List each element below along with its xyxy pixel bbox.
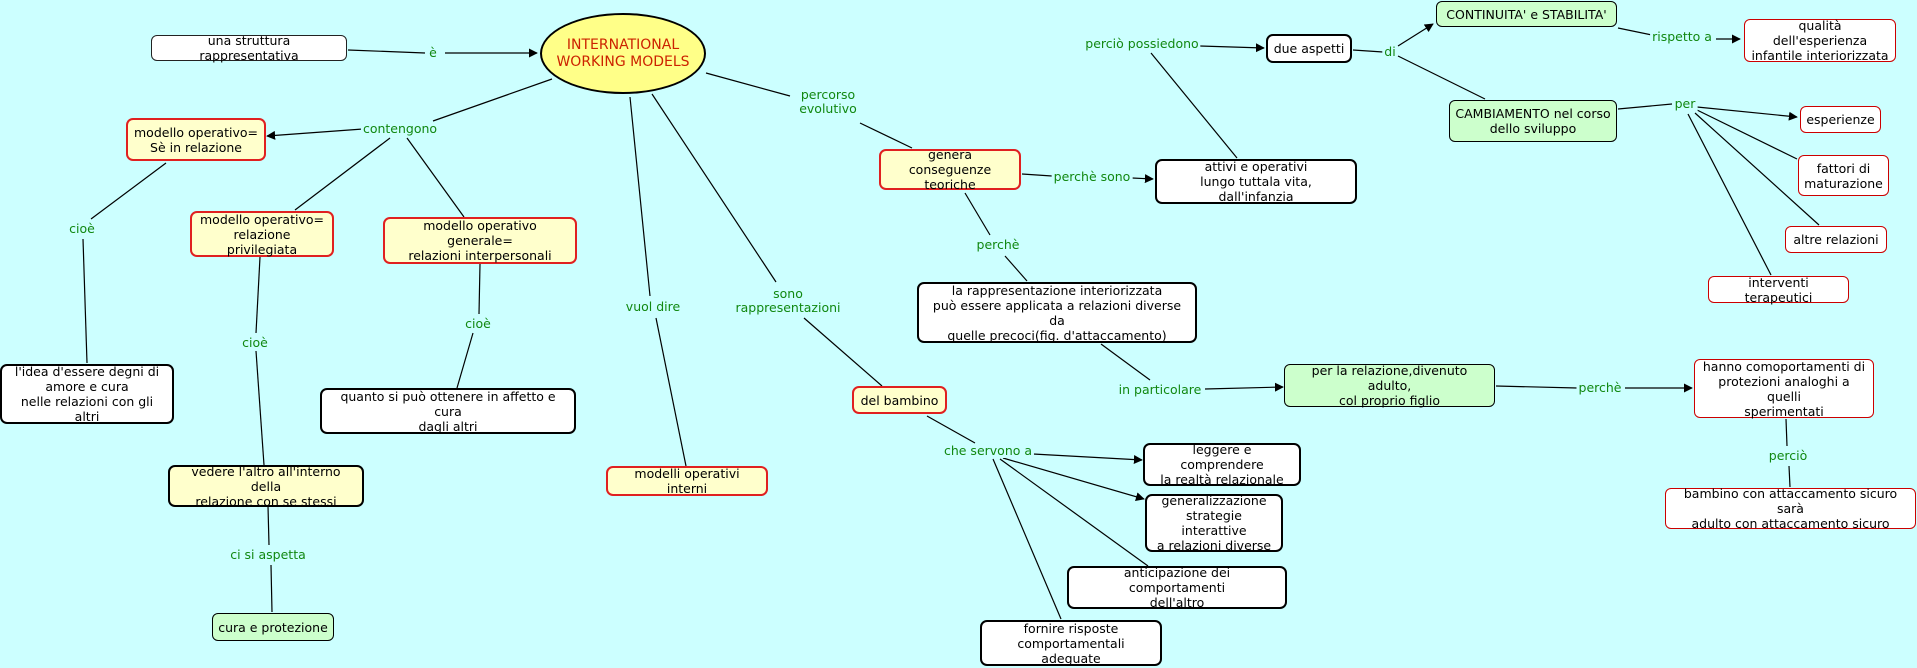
- connector: [999, 458, 1149, 567]
- node-interventi-terapeutici[interactable]: interventi terapeutici: [1708, 275, 1849, 305]
- connector: [1352, 49, 1384, 53]
- label-cioe-2: cioè: [240, 335, 270, 350]
- node-altre-relazioni[interactable]: altre relazioni: [1785, 226, 1887, 253]
- connector-arrow: [1032, 453, 1143, 465]
- connector: [255, 350, 265, 466]
- connector: [859, 122, 913, 149]
- connector: [456, 332, 474, 389]
- label-contengono: contengono: [360, 121, 440, 136]
- connector: [406, 137, 465, 218]
- node-struttura[interactable]: una struttura rappresentativa: [151, 33, 347, 63]
- node-fattori-maturazione[interactable]: fattori di maturazione: [1798, 155, 1889, 196]
- connector: [1687, 113, 1772, 276]
- label-percio-possiedono: perciò possiedono: [1083, 36, 1201, 51]
- label-e: è: [427, 45, 439, 60]
- connector: [1617, 27, 1653, 36]
- connector: [705, 72, 791, 97]
- connector: [294, 137, 391, 211]
- label-sono-rappresentazioni: sono rappresentazioni: [733, 286, 843, 315]
- label-perche-sono: perchè sono: [1051, 169, 1133, 184]
- node-modello-generale[interactable]: modello operativo generale= relazioni in…: [383, 217, 577, 264]
- node-del-bambino[interactable]: del bambino: [852, 386, 947, 414]
- node-rappresentazione[interactable]: la rappresentazione interiorizzata può e…: [917, 282, 1197, 343]
- node-cambiamento[interactable]: CAMBIAMENTO nel corso dello sviluppo: [1449, 100, 1617, 142]
- label-di: di: [1382, 44, 1398, 59]
- connector-arrow: [1002, 457, 1145, 502]
- label-cioe-1: cioè: [67, 221, 97, 236]
- node-fornire[interactable]: fornire risposte comportamentali adeguat…: [980, 620, 1162, 666]
- node-genera-conseguenze[interactable]: genera conseguenze teoriche: [879, 147, 1021, 192]
- connector: [90, 162, 167, 220]
- connector: [1495, 385, 1578, 389]
- label-vuol-dire: vuol dire: [623, 299, 683, 314]
- node-idea-degni[interactable]: l'idea d'essere degni di amore e cura ne…: [0, 364, 174, 424]
- connector: [1785, 418, 1788, 447]
- connector-arrow: [1131, 174, 1154, 184]
- node-qualita[interactable]: qualità dell'esperienza infantile interi…: [1744, 18, 1896, 63]
- connector-arrow: [1696, 106, 1798, 121]
- node-continuita[interactable]: CONTINUITA' e STABILITA': [1436, 1, 1617, 27]
- connector: [478, 263, 481, 315]
- connector: [1617, 103, 1673, 110]
- node-cura-protezione[interactable]: cura e protezione: [212, 613, 334, 641]
- connector: [270, 564, 273, 613]
- connector: [1150, 52, 1238, 159]
- node-leggere[interactable]: leggere e comprendere la realtà relazion…: [1143, 442, 1301, 487]
- node-vedere-altro[interactable]: vedere l'altro all'interno della relazio…: [168, 464, 364, 509]
- connector: [1021, 173, 1053, 177]
- node-attivi-operativi[interactable]: attivi e operativi lungo tuttala vita, d…: [1155, 159, 1357, 204]
- label-percio: perciò: [1766, 448, 1810, 463]
- connector-arrow: [1397, 23, 1434, 47]
- connector-arrow: [1204, 382, 1284, 392]
- connector: [1004, 255, 1028, 282]
- connector: [651, 93, 777, 283]
- connector: [1696, 109, 1798, 160]
- node-anticipazione[interactable]: anticipazione dei comportamenti dell'alt…: [1067, 565, 1287, 610]
- connector: [267, 505, 270, 546]
- connector: [926, 415, 976, 444]
- label-perche-1: perchè: [974, 237, 1022, 252]
- label-ci-si-aspetta: ci si aspetta: [228, 547, 308, 562]
- connector-arrow: [1199, 43, 1265, 53]
- connector: [82, 238, 88, 364]
- label-che-servono-a: che servono a: [941, 443, 1035, 458]
- label-perche-2: perchè: [1576, 380, 1624, 395]
- connector: [1694, 112, 1820, 226]
- connector: [1100, 343, 1151, 381]
- node-se-in-relazione[interactable]: modello operativo= Sè in relazione: [126, 118, 266, 161]
- connector: [629, 96, 651, 297]
- label-cioe-3: cioè: [463, 316, 493, 331]
- label-rispetto-a: rispetto a: [1650, 29, 1714, 44]
- connector-arrow: [266, 128, 364, 140]
- connector: [255, 256, 261, 334]
- label-in-particolare: in particolare: [1116, 382, 1204, 397]
- connector: [347, 49, 426, 54]
- connector: [964, 192, 991, 236]
- connector: [992, 458, 1062, 620]
- label-per: per: [1672, 96, 1698, 111]
- node-due-aspetti[interactable]: due aspetti: [1266, 34, 1352, 63]
- connector: [432, 78, 553, 122]
- connector: [1397, 55, 1486, 100]
- connector: [655, 317, 687, 467]
- node-comportamenti[interactable]: hanno comoportamenti di protezioni analo…: [1694, 359, 1874, 419]
- node-generalizzazione[interactable]: generalizzazione strategie interattive a…: [1145, 493, 1283, 553]
- title-node[interactable]: INTERNATIONAL WORKING MODELS: [540, 13, 706, 94]
- connector: [1788, 465, 1791, 488]
- node-esperienze[interactable]: esperienze: [1800, 106, 1881, 133]
- node-attaccamento-sicuro[interactable]: bambino con attaccamento sicuro sarà adu…: [1665, 486, 1916, 531]
- connector: [803, 317, 883, 387]
- node-relazione-figlio[interactable]: per la relazione,divenuto adulto, col pr…: [1284, 363, 1495, 408]
- label-percorso-evolutivo: percorso evolutivo: [797, 87, 859, 116]
- node-relazione-privilegiata[interactable]: modello operativo= relazione privilegiat…: [190, 211, 334, 257]
- node-ottenere[interactable]: quanto si può ottenere in affetto e cura…: [320, 388, 576, 434]
- node-modelli-interni[interactable]: modelli operativi interni: [606, 466, 768, 496]
